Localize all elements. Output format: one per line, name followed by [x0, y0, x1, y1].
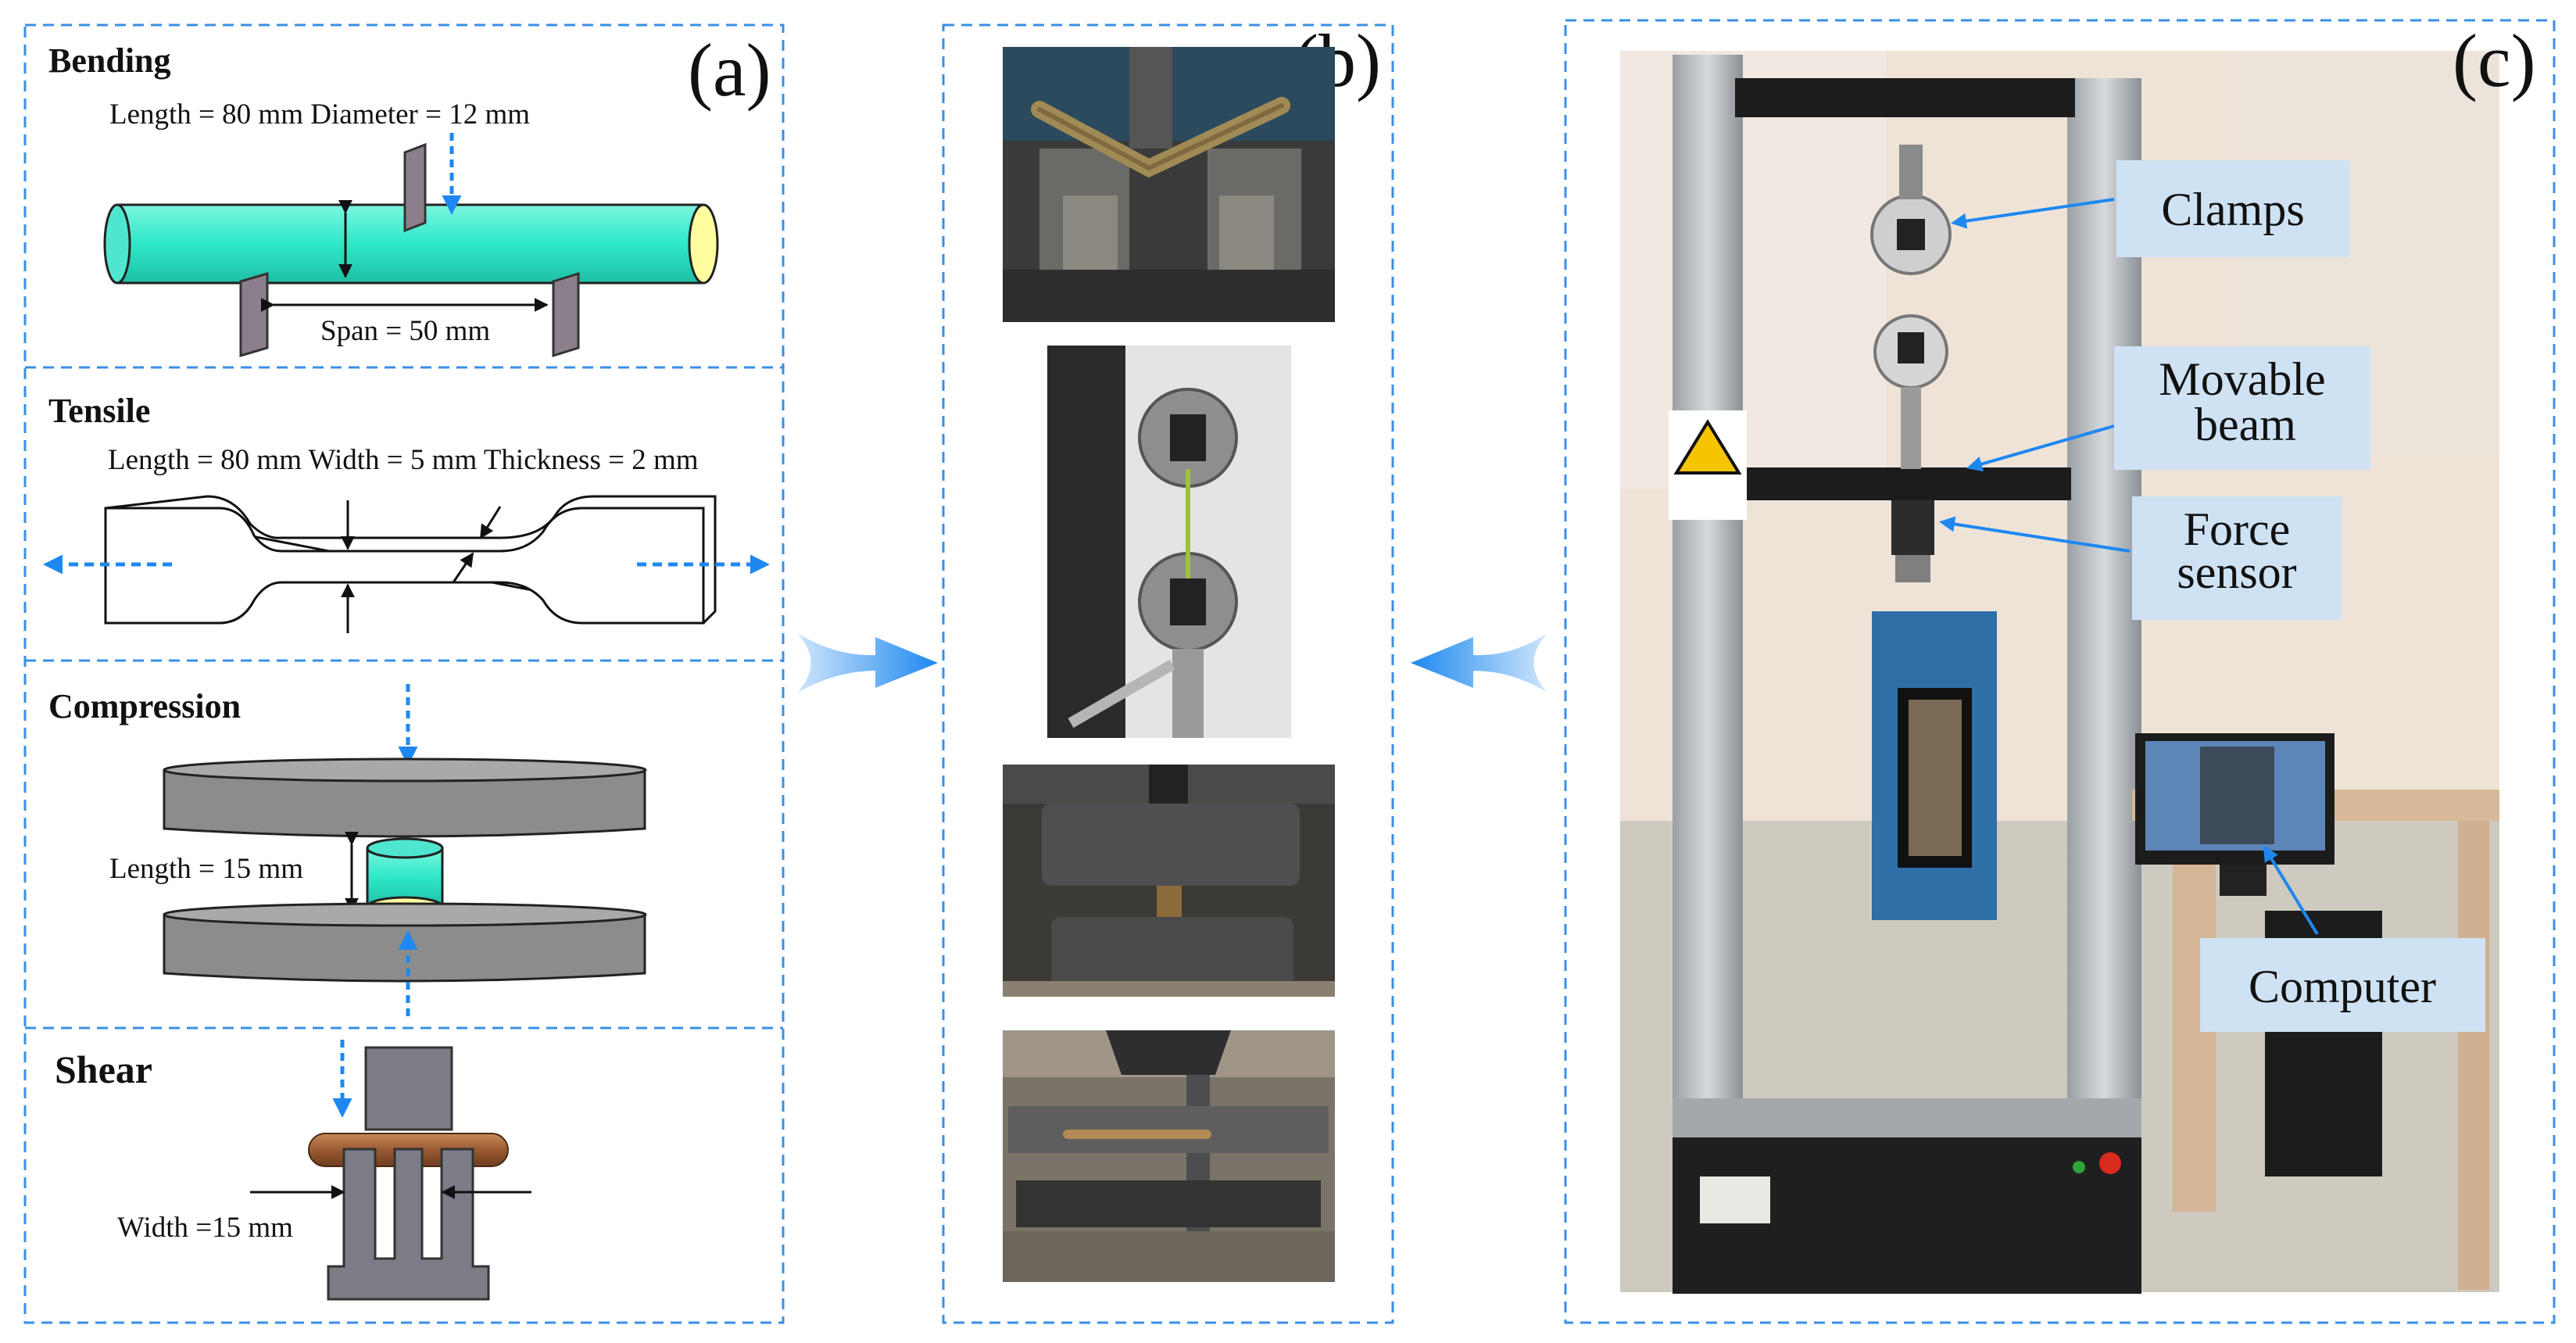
shear-title: Shear: [55, 1048, 152, 1091]
compression-title: Compression: [48, 687, 241, 725]
label-force-sensor: Force sensor: [2132, 496, 2342, 620]
label-movable-beam: Movable beam: [2114, 346, 2370, 470]
label-clamps: Clamps: [2116, 160, 2349, 257]
photo-compression-test: [1003, 765, 1335, 997]
machine-force-sensor: [1891, 500, 1934, 555]
label-computer-text: Computer: [2249, 961, 2436, 1012]
compression-bottom-platen-face: [163, 902, 647, 927]
shear-fixture: [327, 1148, 490, 1301]
tensile-specimen-face: [104, 507, 705, 625]
machine-movable-beam: [1743, 467, 2071, 500]
machine-base: [1673, 1098, 2141, 1141]
bending-specimen-left-end: [103, 203, 131, 285]
shear-section: Shear Width =15 mm: [55, 1040, 531, 1301]
compression-section: Compression Length = 15 mm: [48, 684, 647, 1016]
photo-shear-test: [1003, 1030, 1335, 1282]
machine-left-column: [1673, 55, 1743, 1133]
compression-dimensions: Length = 15 mm: [109, 853, 303, 885]
label-force-sensor-line1: Force: [2184, 503, 2291, 555]
pointer-clamps: [1951, 198, 2115, 229]
tensile-thickness-arrow-a: [479, 506, 502, 539]
bending-loading-blade: [403, 142, 427, 233]
panel-a-tag: (a): [688, 28, 771, 112]
tensile-section: Tensile Length = 80 mm Width = 5 mm Thic…: [43, 392, 770, 633]
tensile-dimensions: Length = 80 mm Width = 5 mm Thickness = …: [108, 444, 699, 476]
tensile-thickness-arrow-b: [452, 552, 474, 583]
machine-top-crosshead: [1735, 78, 2075, 117]
tensile-specimen-back: [105, 495, 717, 625]
compression-specimen-top: [366, 837, 444, 859]
bending-section: Bending Length = 80 mm Diameter = 12 mm …: [48, 41, 719, 358]
panel-c-tag: (c): [2453, 19, 2536, 102]
panel-a: (a) Bending Length = 80 mm Diameter = 12…: [23, 23, 785, 1324]
compression-top-platen-face: [163, 757, 647, 783]
shear-dimensions: Width =15 mm: [117, 1212, 293, 1244]
pointer-computer: [2263, 845, 2319, 936]
arrow-c-to-b: [1411, 633, 1547, 693]
photo-bending-test: [1003, 47, 1335, 322]
pointer-force-sensor: [1939, 516, 2131, 553]
label-computer: Computer: [2200, 938, 2485, 1032]
arrow-a-to-b: [797, 633, 938, 693]
compression-top-platen: [163, 768, 646, 838]
panel-b-border: [942, 23, 1394, 1324]
pointer-movable-beam: [1966, 424, 2115, 472]
bending-support-left: [239, 271, 269, 358]
tensile-title: Tensile: [48, 392, 150, 430]
bending-title: Bending: [48, 41, 171, 80]
label-clamps-text: Clamps: [2161, 184, 2304, 235]
span-label: Span = 50 mm: [320, 315, 490, 347]
bending-specimen-right-end: [688, 203, 719, 285]
label-movable-beam-line2: beam: [2195, 399, 2296, 450]
panel-c: Clamps Movable beam Force sensor Compute…: [1564, 19, 2556, 1324]
photo-tensile-test: [1047, 346, 1291, 738]
label-force-sensor-line2: sensor: [2177, 546, 2296, 598]
panel-c-border: [1564, 19, 2556, 1324]
label-movable-beam-line1: Movable: [2159, 353, 2325, 405]
panel-a-border: [23, 23, 785, 1324]
panel-b: (b): [942, 19, 1394, 1324]
shear-upper-blade: [364, 1046, 453, 1131]
bending-dimensions: Length = 80 mm Diameter = 12 mm: [109, 98, 530, 131]
photo-testing-machine: [1620, 51, 2499, 1294]
bending-support-right: [552, 271, 580, 358]
